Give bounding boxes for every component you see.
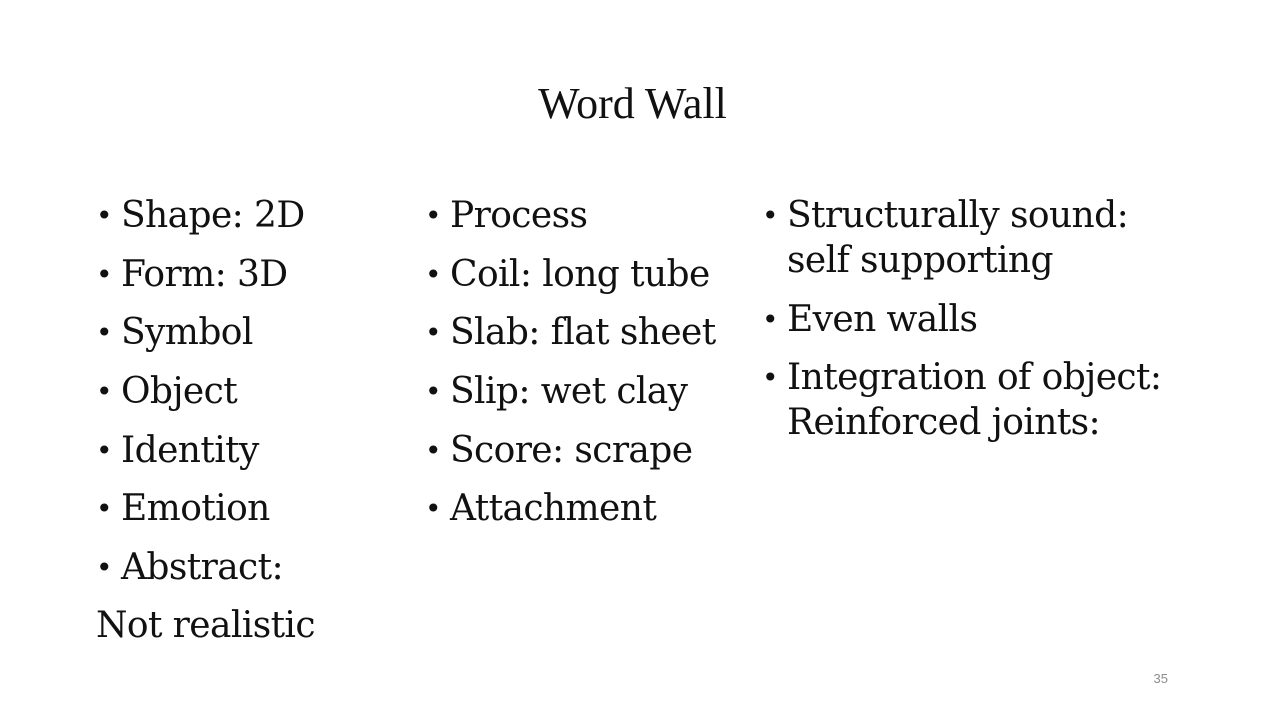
bullet-icon: • xyxy=(762,199,779,232)
list-item: • Structurally sound: self supporting xyxy=(762,193,1182,283)
bullet-icon: • xyxy=(762,361,779,395)
list-item-text: Coil: long tube xyxy=(450,253,710,295)
list-item-text: Even walls xyxy=(787,298,978,340)
bullet-icon: • xyxy=(96,433,113,467)
list-item-text: Abstract: xyxy=(121,547,284,589)
list-item: • Identity xyxy=(96,428,396,473)
list-item-text: Form: 3D xyxy=(121,253,288,295)
bullet-icon: • xyxy=(96,492,113,526)
bullet-icon: • xyxy=(96,375,113,409)
list-item: • Attachment xyxy=(425,486,745,531)
slide-title: Word Wall xyxy=(538,79,727,128)
list-item-text: Identity xyxy=(121,429,259,471)
bullet-icon: • xyxy=(96,316,113,350)
bullet-icon: • xyxy=(425,199,442,232)
word-list-column-1: • Shape: 2D • Form: 3D • Symbol • Object… xyxy=(96,193,396,604)
bullet-icon: • xyxy=(425,433,442,467)
list-item: • Integration of object: Reinforced join… xyxy=(762,355,1182,445)
word-list-column-3: • Structurally sound: self supporting • … xyxy=(762,193,1182,459)
list-item: • Object xyxy=(96,369,396,414)
list-item: • Score: scrape xyxy=(425,428,745,473)
list-item-text: Emotion xyxy=(121,488,270,530)
bullet-icon: • xyxy=(96,551,113,585)
list-item: • Even walls xyxy=(762,297,1182,342)
list-item-text-continued: Reinforced joints: xyxy=(787,402,1101,444)
list-item-text: Structurally sound: xyxy=(787,195,1129,236)
bullet-icon: • xyxy=(96,257,113,291)
bullet-icon: • xyxy=(762,302,779,336)
list-item: • Symbol xyxy=(96,310,396,355)
list-item-text: Integration of object: xyxy=(787,357,1162,399)
list-item-text: Score: scrape xyxy=(450,429,693,471)
word-list-column-2: • Process • Coil: long tube • Slab: flat… xyxy=(425,193,745,545)
list-item: • Slab: flat sheet xyxy=(425,310,745,355)
list-item-text-continued: self supporting xyxy=(787,240,1054,281)
list-item: • Coil: long tube xyxy=(425,252,745,297)
list-continuation-text: Not realistic xyxy=(96,605,316,646)
bullet-icon: • xyxy=(425,316,442,350)
list-item-text: Slip: wet clay xyxy=(450,371,688,413)
list-item-text: Shape: 2D xyxy=(121,195,305,236)
list-item-text: Object xyxy=(121,371,238,413)
list-item: • Process xyxy=(425,193,745,238)
bullet-icon: • xyxy=(425,257,442,291)
list-item-text: Attachment xyxy=(450,488,657,530)
list-item: • Shape: 2D xyxy=(96,193,396,238)
list-item: • Form: 3D xyxy=(96,252,396,297)
page-number: 35 xyxy=(1153,671,1168,686)
list-item: • Emotion xyxy=(96,486,396,531)
bullet-icon: • xyxy=(96,199,113,232)
list-item-text: Slab: flat sheet xyxy=(450,312,716,354)
bullet-icon: • xyxy=(425,375,442,409)
list-item: • Slip: wet clay xyxy=(425,369,745,414)
list-item-text: Symbol xyxy=(121,312,253,354)
list-item-text: Process xyxy=(450,195,588,236)
bullet-icon: • xyxy=(425,492,442,526)
list-item: • Abstract: xyxy=(96,545,396,590)
